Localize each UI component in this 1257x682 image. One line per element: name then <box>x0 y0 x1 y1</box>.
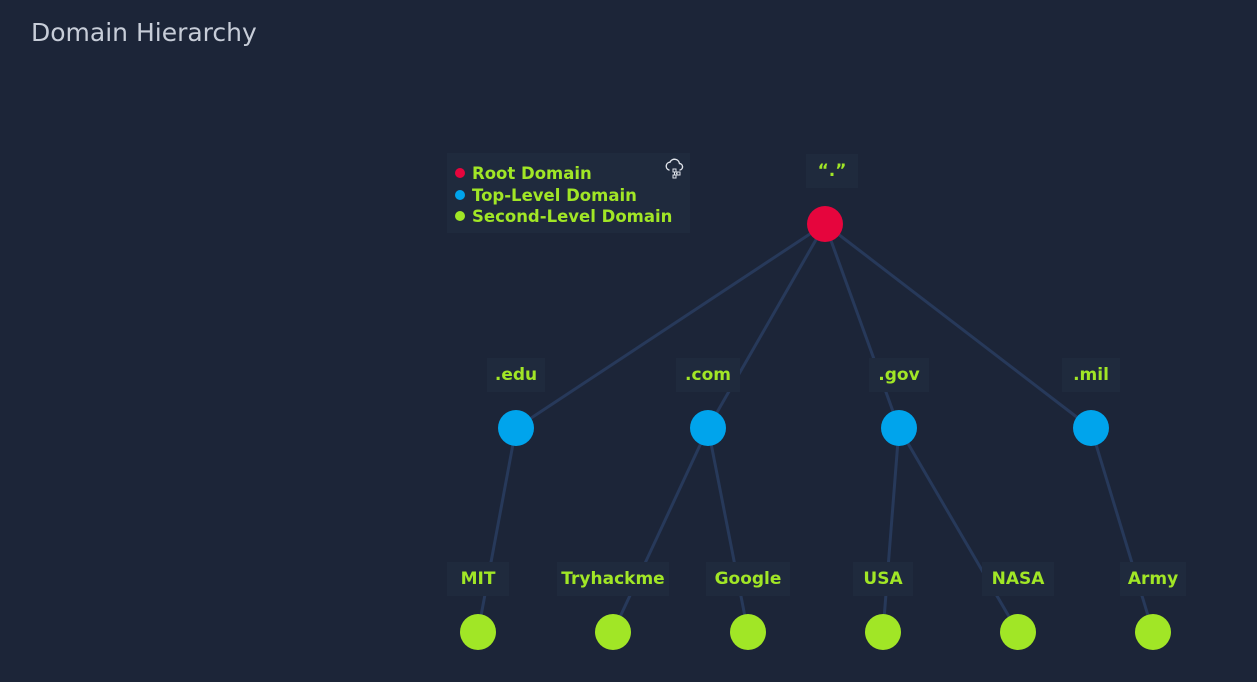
node-label-text: Army <box>1127 569 1179 589</box>
node-label-text: Google <box>714 569 782 589</box>
legend-item-tld: Top-Level Domain <box>455 185 637 205</box>
node-label-army: Army <box>1120 562 1186 596</box>
node-sld-google <box>730 614 766 650</box>
legend-dot-sld <box>455 211 465 221</box>
node-label-text: .gov <box>878 365 920 385</box>
cloud-network-icon <box>665 158 684 179</box>
legend-dot-tld <box>455 190 465 200</box>
node-label-text: .mil <box>1073 365 1109 385</box>
edge-gov-nasa <box>897 427 1020 633</box>
node-label-google: Google <box>706 562 790 596</box>
node-sld-tryhackme <box>595 614 631 650</box>
node-label-gov: .gov <box>869 358 929 392</box>
node-sld-nasa <box>1000 614 1036 650</box>
node-root <box>807 206 843 242</box>
node-label-text: .com <box>685 365 731 385</box>
node-label-text: “.” <box>817 161 847 181</box>
node-label-text: MIT <box>460 569 496 589</box>
node-tld-com <box>690 410 726 446</box>
legend-label: Second-Level Domain <box>472 206 673 226</box>
edge-root-com <box>706 223 827 429</box>
node-label-edu: .edu <box>487 358 545 392</box>
node-sld-army <box>1135 614 1171 650</box>
node-label-text: Tryhackme <box>561 569 665 589</box>
edge-root-edu <box>515 222 826 430</box>
node-tld-gov <box>881 410 917 446</box>
node-label-tryhackme: Tryhackme <box>557 562 669 596</box>
edge-com-google <box>706 427 750 633</box>
node-label-nasa: NASA <box>982 562 1054 596</box>
node-label-mit: MIT <box>447 562 509 596</box>
node-label-root: “.” <box>806 154 858 188</box>
legend: Root Domain Top-Level Domain Second-Leve… <box>447 153 690 233</box>
edges <box>476 222 1155 633</box>
node-sld-mit <box>460 614 496 650</box>
node-tld-edu <box>498 410 534 446</box>
edge-root-mil <box>824 222 1092 430</box>
legend-label: Root Domain <box>472 163 592 183</box>
node-label-com: .com <box>676 358 740 392</box>
legend-label: Top-Level Domain <box>472 185 637 205</box>
node-label-usa: USA <box>853 562 913 596</box>
edge-edu-mit <box>476 427 518 633</box>
edge-gov-usa <box>881 427 901 633</box>
node-label-mil: .mil <box>1062 358 1120 392</box>
page-title: Domain Hierarchy <box>31 18 257 47</box>
legend-item-root: Root Domain <box>455 163 592 183</box>
node-label-text: USA <box>863 569 903 589</box>
node-label-text: NASA <box>991 569 1045 589</box>
node-label-text: .edu <box>494 365 538 385</box>
nodes <box>460 206 1171 650</box>
edge-com-tryhackme <box>611 427 710 633</box>
edge-root-gov <box>823 223 901 429</box>
edge-mil-army <box>1089 427 1155 633</box>
node-sld-usa <box>865 614 901 650</box>
legend-dot-root <box>455 168 465 178</box>
node-tld-mil <box>1073 410 1109 446</box>
legend-item-sld: Second-Level Domain <box>455 206 672 226</box>
